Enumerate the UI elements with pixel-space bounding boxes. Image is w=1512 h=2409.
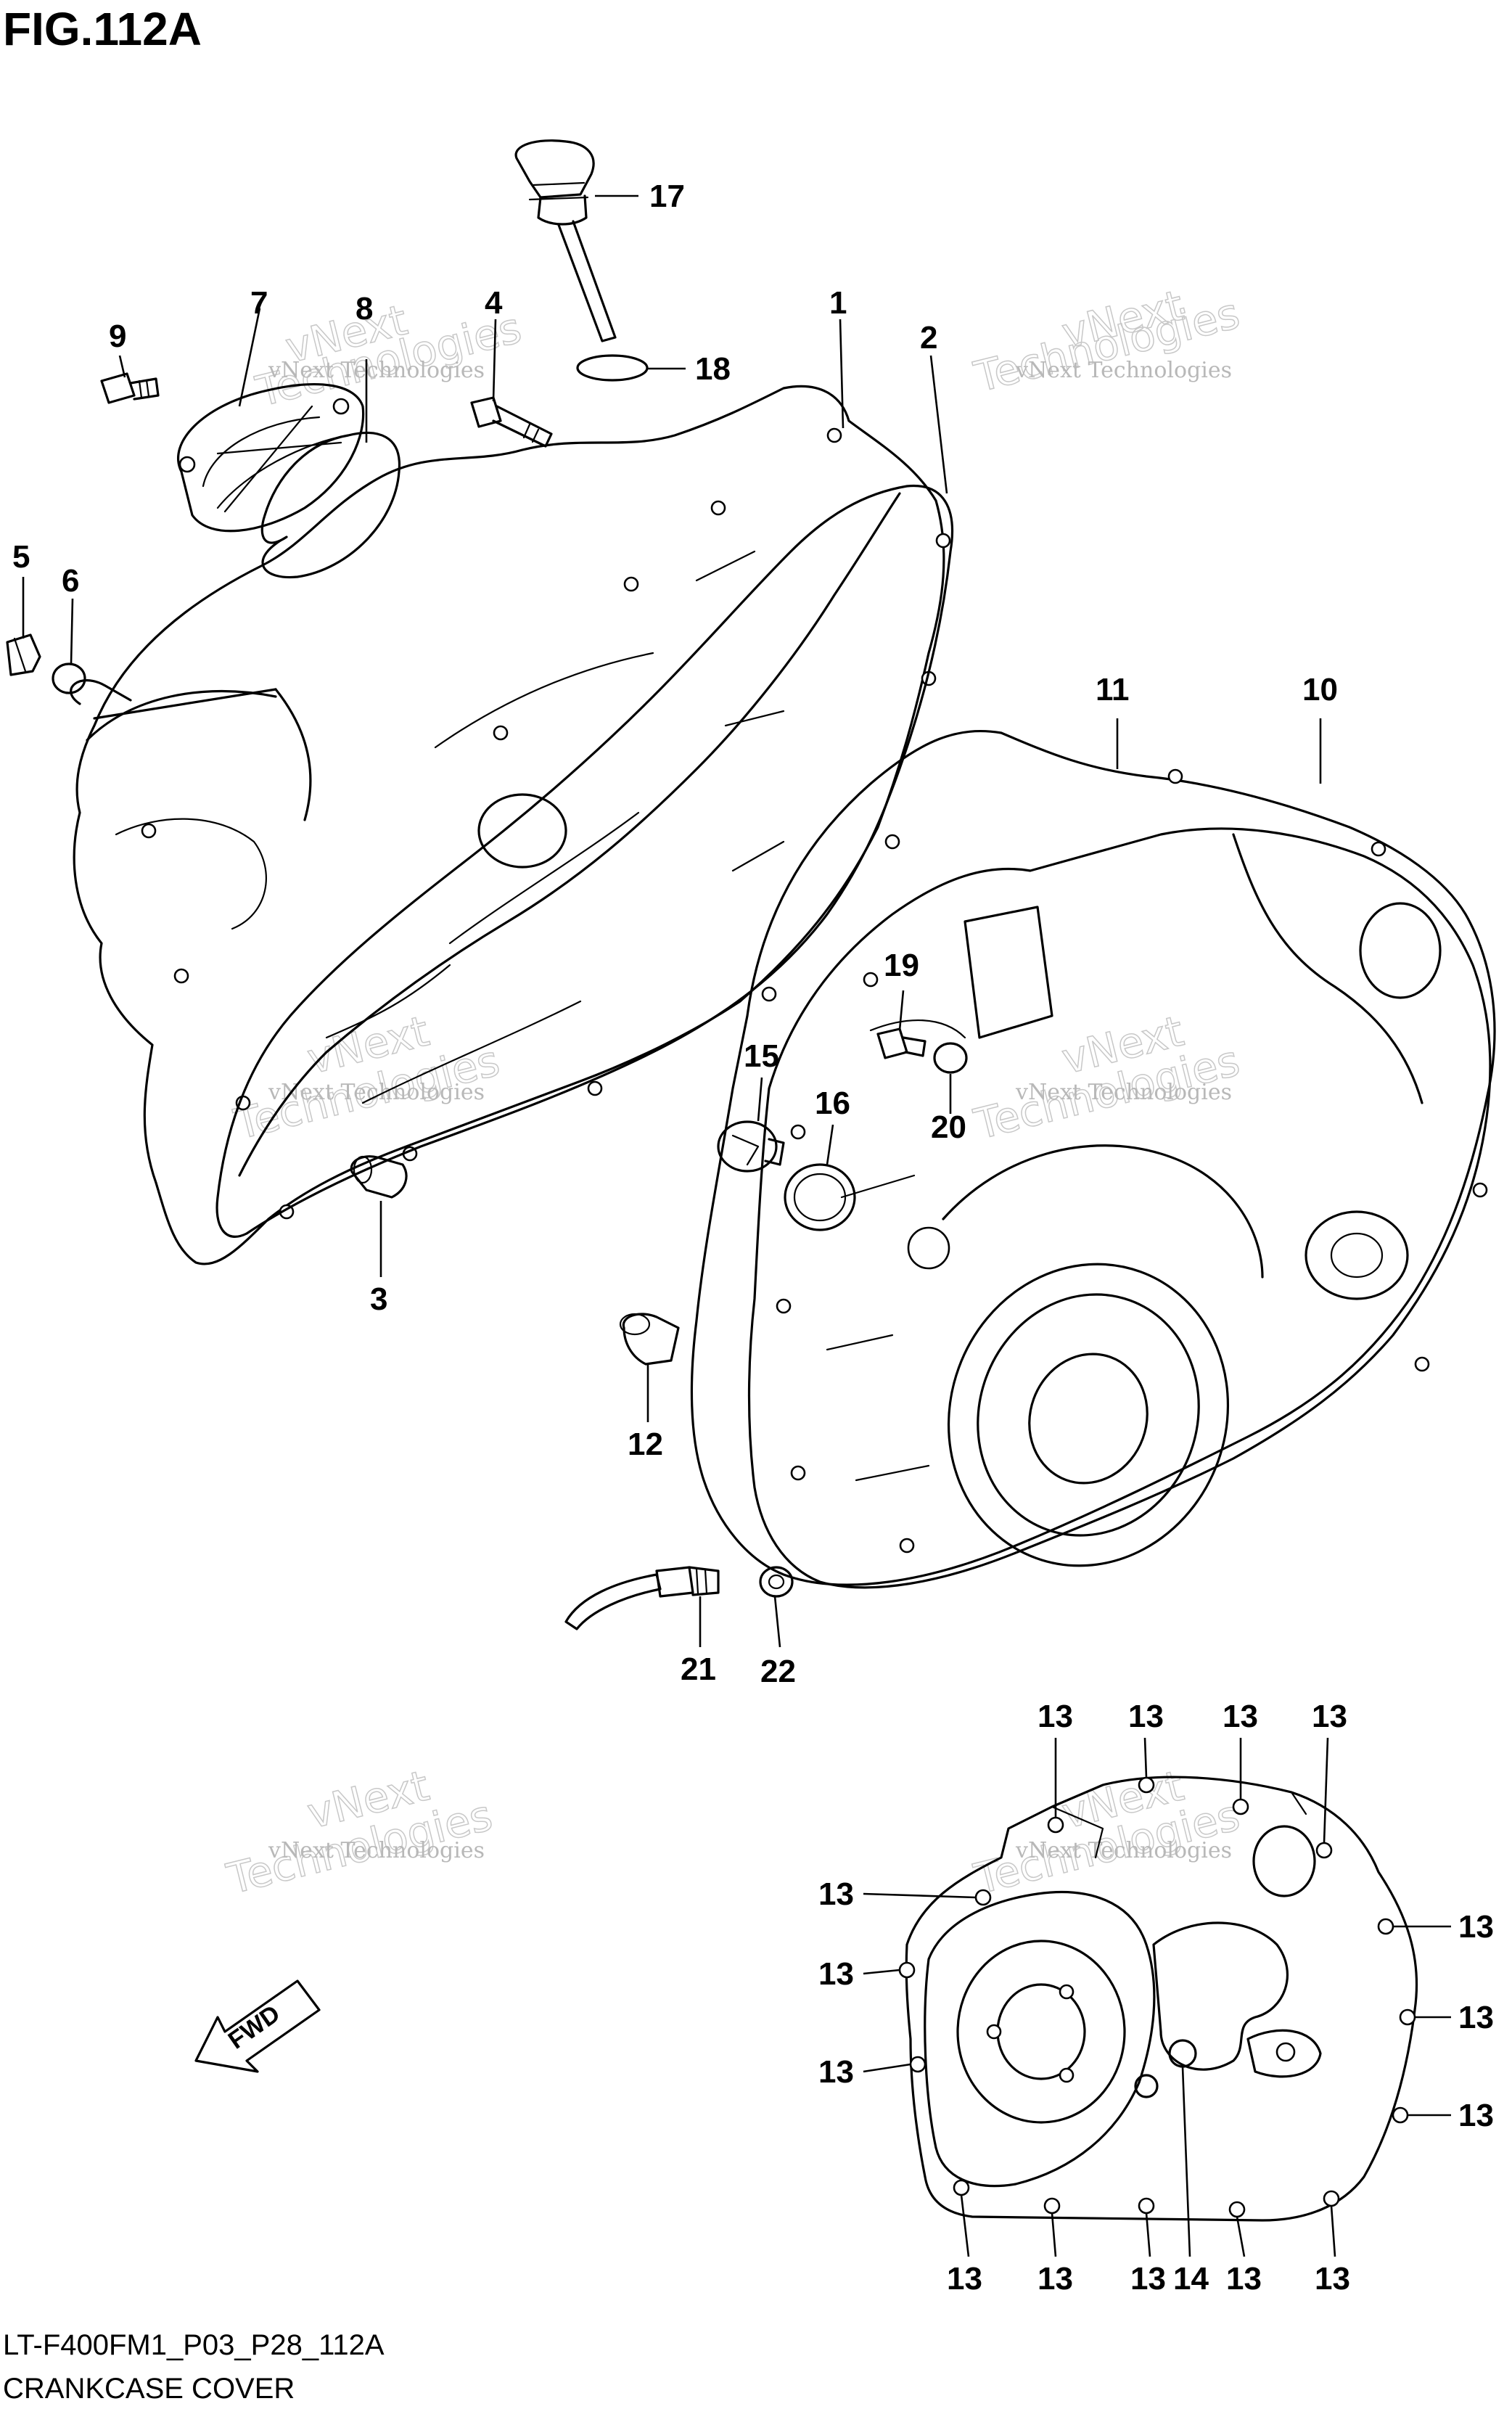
leader-lines (22, 194, 1451, 2257)
callout-15: 15 (744, 1038, 779, 1074)
callout-12: 12 (628, 1427, 663, 1462)
callout-13-bottom-1: 13 (947, 2261, 982, 2297)
gasket-8 (260, 431, 401, 579)
figure-code: LT-F400FM1_P03_P28_112A (3, 2329, 385, 2361)
callout-8: 8 (356, 291, 373, 327)
figure-title: FIG.112A (3, 3, 202, 55)
callout-13-top-1: 13 (1038, 1699, 1073, 1734)
callout-11: 11 (1096, 672, 1130, 707)
watermark-mid-left: vNext Technologies vNext Technologies (229, 1006, 504, 1150)
bolt-13-locations (898, 1776, 1416, 2218)
crankcase-cover-10 (747, 768, 1492, 1589)
callout-1: 1 (829, 285, 847, 321)
svg-text:vNext Technologies: vNext Technologies (268, 358, 485, 383)
watermark-top-right: vNext Technologies vNext Technologies (969, 280, 1244, 403)
callout-13-left-2: 13 (818, 1956, 854, 1992)
callout-13-left-3: 13 (818, 2054, 854, 2090)
callout-9: 9 (109, 319, 126, 354)
svg-text:vNext Technologies: vNext Technologies (1015, 1838, 1232, 1863)
callout-4: 4 (485, 285, 503, 321)
callout-13-right-1: 13 (1458, 1909, 1494, 1945)
washer-20 (933, 1042, 968, 1074)
gasket-11 (690, 730, 1496, 1586)
callout-13-top-2: 13 (1128, 1699, 1164, 1734)
plug-15 (717, 1120, 785, 1173)
callout-7: 7 (250, 285, 268, 321)
callout-labels: 17 18 1 2 4 7 8 9 5 6 11 10 19 15 16 20 … (12, 178, 1494, 2297)
washer-22 (759, 1566, 794, 1598)
drain-bolt-5 (6, 633, 41, 676)
forward-direction-arrow: FWD (194, 1979, 321, 2073)
dowel-pin-3 (350, 1155, 408, 1199)
callout-17: 17 (649, 178, 685, 214)
callout-13-top-3: 13 (1223, 1699, 1258, 1734)
callout-18: 18 (695, 351, 731, 387)
callout-19: 19 (884, 948, 919, 983)
callout-13-right-3: 13 (1458, 2098, 1494, 2133)
o-ring-18 (576, 354, 649, 382)
svg-text:vNext Technologies: vNext Technologies (1015, 1080, 1232, 1105)
watermark-bottom-left: vNext Technologies vNext Technologies (221, 1760, 497, 1905)
watermark-bottom-right: vNext Technologies vNext Technologies (969, 1760, 1244, 1905)
callout-13-left-1: 13 (818, 1876, 854, 1912)
callout-10: 10 (1302, 672, 1338, 707)
callout-13-right-2: 13 (1458, 2000, 1494, 2035)
callout-13-bottom-5: 13 (1315, 2261, 1350, 2297)
gasket-2 (215, 484, 954, 1238)
callout-14: 14 (1173, 2261, 1209, 2297)
callout-2: 2 (920, 320, 937, 356)
callout-16: 16 (815, 1086, 850, 1121)
figure-name: CRANKCASE COVER (3, 2373, 295, 2405)
bolt-19 (876, 1027, 926, 1059)
svg-text:vNext Technologies: vNext Technologies (268, 1080, 485, 1105)
bolt-9 (100, 372, 160, 404)
svg-text:vNext Technologies: vNext Technologies (268, 1838, 485, 1863)
dowel-12 (619, 1313, 680, 1366)
o-ring-16 (784, 1163, 856, 1231)
callout-20: 20 (931, 1109, 966, 1145)
crankcase-cover-1 (70, 385, 951, 1265)
callout-6: 6 (62, 563, 79, 599)
oil-filler-cap-17 (514, 139, 617, 342)
svg-text:vNext Technologies: vNext Technologies (1015, 358, 1232, 383)
callout-13-bottom-4: 13 (1226, 2261, 1262, 2297)
callout-21: 21 (681, 1651, 716, 1687)
bolt-4 (470, 396, 553, 448)
callout-3: 3 (370, 1281, 387, 1317)
callout-13-bottom-3: 13 (1130, 2261, 1166, 2297)
washer-6 (52, 662, 86, 694)
sensor-21 (564, 1566, 720, 1630)
callout-5: 5 (12, 539, 30, 575)
callout-22: 22 (760, 1654, 796, 1689)
callout-13-top-4: 13 (1312, 1699, 1347, 1734)
callout-13-bottom-2: 13 (1038, 2261, 1073, 2297)
